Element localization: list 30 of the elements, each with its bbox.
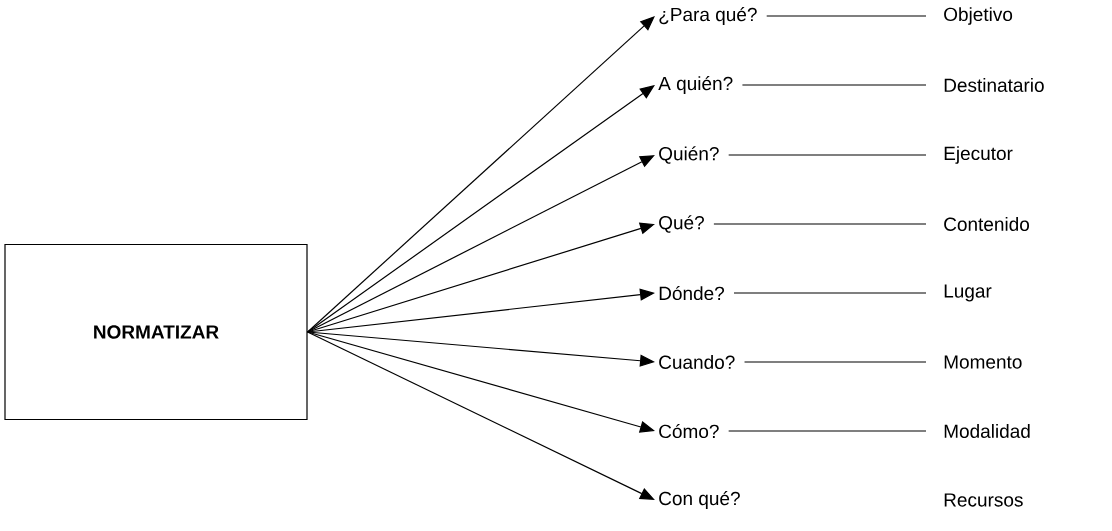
connector-line: [728, 154, 927, 156]
answer-text: Objetivo: [944, 7, 1013, 25]
connector-line: [728, 430, 927, 432]
answer-text: Recursos: [944, 493, 1023, 507]
process-box: NORMATIZAR: [4, 243, 308, 421]
connector-line: [743, 361, 927, 363]
question-text: Cuando?: [659, 355, 735, 369]
arrow: [307, 155, 655, 333]
arrow: [307, 331, 655, 500]
question-text: Con qué?: [659, 491, 740, 509]
answer-text: Momento: [944, 355, 1022, 369]
arrow: [307, 16, 655, 333]
answer-text: Ejecutor: [944, 146, 1013, 164]
question-text: Quién?: [659, 146, 719, 164]
answer-text: Modalidad: [944, 424, 1030, 438]
question-text: ¿Para qué?: [659, 7, 757, 25]
question-text: Cómo?: [659, 423, 719, 439]
arrow: [307, 331, 655, 433]
question-text: Qué?: [659, 215, 704, 233]
answer-text: Contenido: [944, 217, 1029, 231]
question-text: Dónde?: [659, 285, 725, 301]
connector-line: [766, 15, 927, 17]
connector-line: [733, 292, 927, 294]
answer-text: Lugar: [944, 284, 992, 302]
arrow: [307, 222, 655, 333]
question-text: A quién?: [658, 76, 733, 94]
connector-line: [741, 84, 927, 86]
connector-line: [713, 223, 927, 225]
arrow: [307, 85, 655, 333]
answer-text: Destinatario: [944, 78, 1044, 92]
